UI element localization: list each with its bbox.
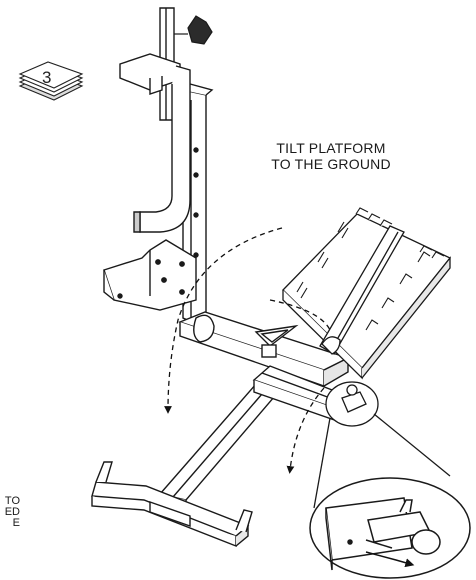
detail-magnifier <box>309 477 471 579</box>
cut-off-line-3: E <box>12 517 20 529</box>
step-badge-icon <box>18 61 84 101</box>
rotation-arrow <box>365 551 415 568</box>
instruction-caption: TILT PLATFORM TO THE GROUND <box>246 140 416 172</box>
tilt-platform <box>282 207 452 380</box>
tilt-motion-arrows <box>164 227 331 474</box>
cut-off-line-2: ED <box>4 506 20 518</box>
upper-hook-arm <box>119 53 191 233</box>
tightening-knob-icon <box>174 15 213 45</box>
step-number: 3 <box>42 68 52 87</box>
instruction-line-1: TILT PLATFORM <box>276 140 386 156</box>
pin-pivot-callout <box>313 381 451 509</box>
cut-off-note: TO ED E <box>0 496 20 529</box>
instruction-line-2: TO THE GROUND <box>271 156 391 172</box>
foot-plate <box>91 461 253 548</box>
cut-off-line-1: TO <box>4 495 20 507</box>
wheel-cradle <box>103 239 197 311</box>
base-beam <box>177 311 350 387</box>
